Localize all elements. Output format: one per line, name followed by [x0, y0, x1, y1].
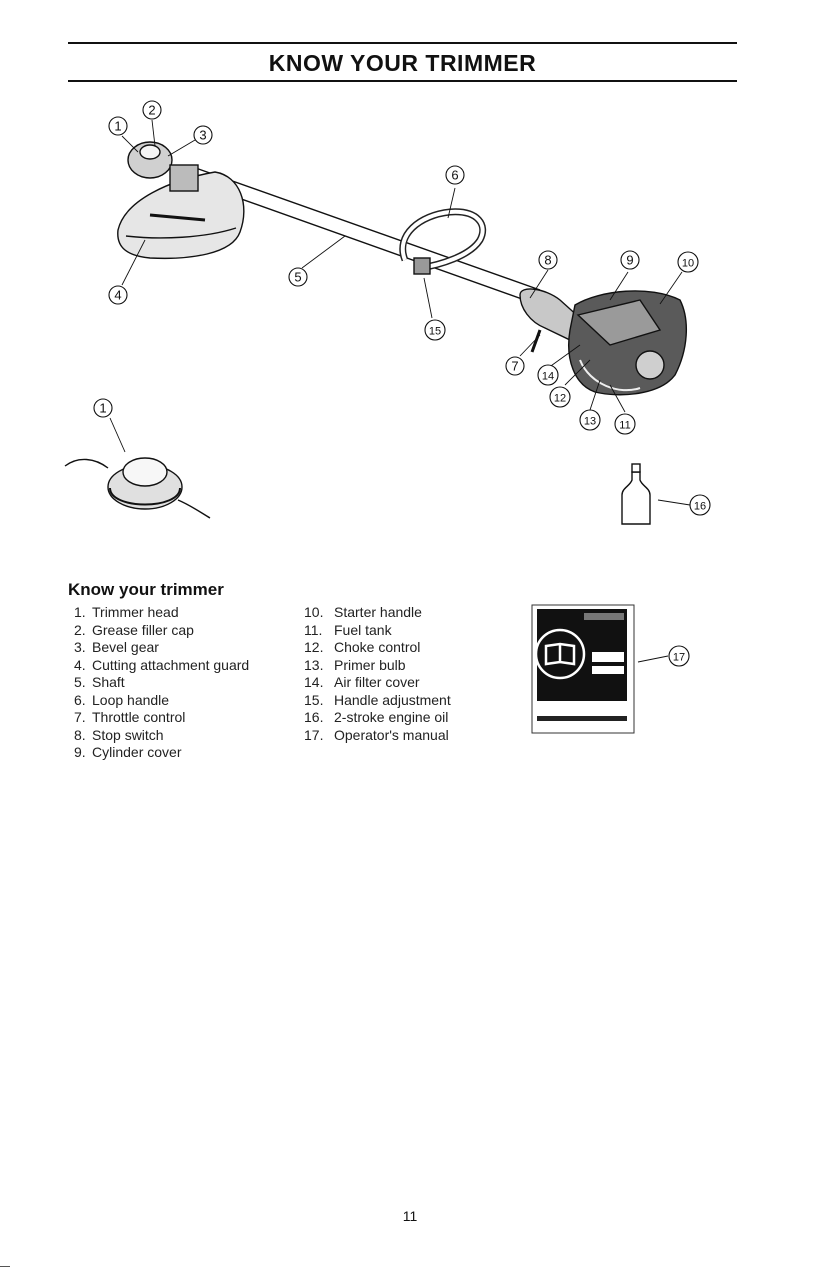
- callout-10: 10: [677, 251, 699, 273]
- list-item: 16.2-stroke engine oil: [304, 709, 449, 725]
- corner-mark: [0, 1266, 10, 1267]
- callout-11: 11: [614, 413, 636, 435]
- list-item: 12.Choke control: [304, 639, 421, 655]
- list-item: 3.Bevel gear: [74, 639, 159, 655]
- callout-15: 15: [424, 319, 446, 341]
- oil-bottle-drawing: [621, 471, 651, 525]
- svg-text:12: 12: [554, 393, 566, 405]
- list-item: 11.Fuel tank: [304, 621, 392, 638]
- callout-3: 3: [193, 125, 213, 145]
- page-title: KNOW YOUR TRIMMER: [268, 50, 537, 76]
- svg-text:11: 11: [619, 420, 630, 432]
- callout-16: 16: [689, 494, 711, 516]
- svg-text:7: 7: [511, 359, 518, 374]
- svg-text:9: 9: [626, 253, 633, 268]
- svg-text:17: 17: [673, 652, 685, 664]
- svg-text:14: 14: [542, 371, 554, 383]
- parts-list-left: 1.Trimmer head 2.Grease filler cap 3.Bev…: [74, 604, 249, 762]
- list-item: 4.Cutting attachment guard: [74, 656, 250, 673]
- list-item: 7.Throttle control: [74, 709, 186, 725]
- title-underline: [68, 80, 737, 82]
- callout-8: 8: [538, 250, 558, 270]
- callout-13: 13: [579, 409, 601, 431]
- callout-7: 7: [505, 356, 525, 376]
- svg-text:13: 13: [584, 416, 596, 428]
- bevel-gear-drawing: [127, 141, 173, 179]
- svg-text:5: 5: [294, 270, 301, 285]
- callout-17: 17: [668, 645, 690, 667]
- list-item: 1.Trimmer head: [74, 604, 179, 620]
- shaft-drawing: [187, 165, 541, 305]
- callout-12: 12: [549, 386, 571, 408]
- list-item: 13.Primer bulb: [304, 656, 406, 673]
- list-item: 10.Starter handle: [304, 604, 422, 620]
- svg-text:1: 1: [114, 119, 121, 134]
- svg-text:15: 15: [429, 326, 441, 338]
- list-item: 2.Grease filler cap: [74, 621, 194, 638]
- svg-text:8: 8: [544, 253, 551, 268]
- section-heading: Know your trimmer: [68, 580, 224, 599]
- svg-text:1: 1: [99, 401, 106, 416]
- svg-text:10: 10: [682, 258, 694, 270]
- callout-markers: 1 2 3 4 5 6 7 8 9 10 11 12 13 14 15 1 16: [93, 100, 711, 516]
- leader-line-17: [637, 655, 669, 663]
- page-number: 11: [402, 1208, 418, 1224]
- top-rule: [68, 42, 737, 44]
- callout-6: 6: [445, 165, 465, 185]
- leader-lines: [109, 119, 691, 506]
- list-item: 8.Stop switch: [74, 726, 164, 743]
- list-item: 5.Shaft: [74, 674, 125, 690]
- svg-text:3: 3: [199, 128, 206, 143]
- svg-text:2: 2: [148, 103, 155, 118]
- callout-14: 14: [537, 364, 559, 386]
- callout-1: 1: [108, 116, 128, 136]
- callout-2: 2: [142, 100, 162, 120]
- svg-text:6: 6: [451, 168, 458, 183]
- svg-text:4: 4: [114, 288, 121, 303]
- list-item: 15.Handle adjustment: [304, 691, 451, 708]
- parts-list-right: 10.Starter handle 11.Fuel tank 12.Choke …: [304, 604, 451, 744]
- list-item: 17.Operator's manual: [304, 726, 449, 743]
- operators-manual-illustration: 17: [531, 604, 690, 734]
- callout-5: 5: [288, 267, 308, 287]
- trimmer-body: [64, 141, 688, 525]
- list-item: 14.Air filter cover: [304, 674, 420, 690]
- callout-1-detail: 1: [93, 398, 113, 418]
- svg-text:16: 16: [694, 501, 706, 513]
- trimmer-illustration: 1 2 3 4 5 6 7 8 9 10 11 12 13 14 15 1 16: [64, 100, 711, 525]
- list-item: 6.Loop handle: [74, 691, 170, 708]
- list-item: 9.Cylinder cover: [74, 744, 182, 760]
- guard-drawing: [117, 171, 245, 260]
- callout-9: 9: [620, 250, 640, 270]
- callout-4: 4: [108, 285, 128, 305]
